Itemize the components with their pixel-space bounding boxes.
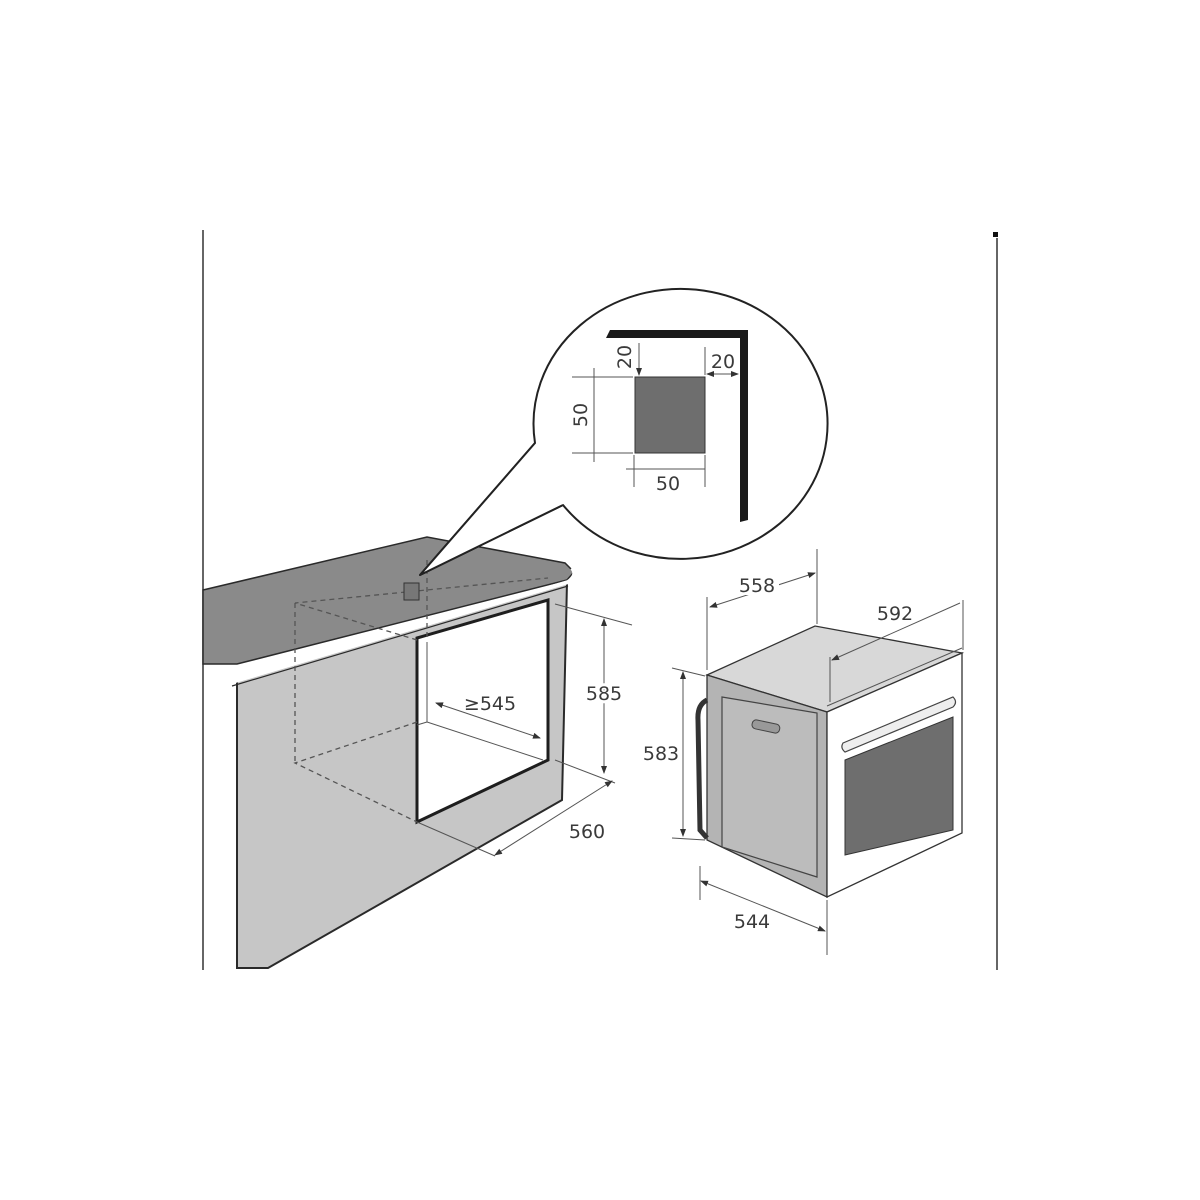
oven-side-handle bbox=[751, 719, 781, 734]
oven bbox=[695, 625, 965, 899]
oven-rear-trim bbox=[695, 697, 709, 840]
vent-offset-top-label: 20 bbox=[614, 345, 636, 369]
oven-width-label: 592 bbox=[877, 603, 913, 625]
oven-side-panel bbox=[721, 696, 818, 878]
vent-opening bbox=[403, 582, 420, 601]
oven-window bbox=[844, 716, 954, 856]
vent-offset-side-label: 20 bbox=[711, 351, 735, 373]
opening-width-label: 560 bbox=[569, 821, 605, 843]
opening-depth-label: ≥545 bbox=[464, 693, 516, 715]
vent-height-label: 50 bbox=[570, 403, 592, 427]
cabinet-dimensions: 585 ≥545 560 bbox=[416, 603, 633, 857]
vent-detail-callout: 20 20 50 50 bbox=[419, 287, 829, 576]
oven-depth-side-label: 544 bbox=[734, 911, 770, 933]
vent-detail-square bbox=[634, 376, 706, 454]
vent-width-label: 50 bbox=[656, 473, 680, 495]
hidden-cavity-lines bbox=[293, 560, 549, 823]
cabinet bbox=[202, 536, 577, 969]
oven-height-label: 583 bbox=[643, 743, 679, 765]
opening-height-label: 585 bbox=[586, 683, 622, 705]
frame-corner-mark bbox=[993, 232, 998, 237]
oven-depth-top-label: 558 bbox=[739, 575, 775, 597]
oven-door-handle bbox=[841, 696, 957, 753]
countertop-front-edge bbox=[231, 566, 577, 684]
oven-dimensions: 558 592 583 544 bbox=[640, 549, 964, 955]
